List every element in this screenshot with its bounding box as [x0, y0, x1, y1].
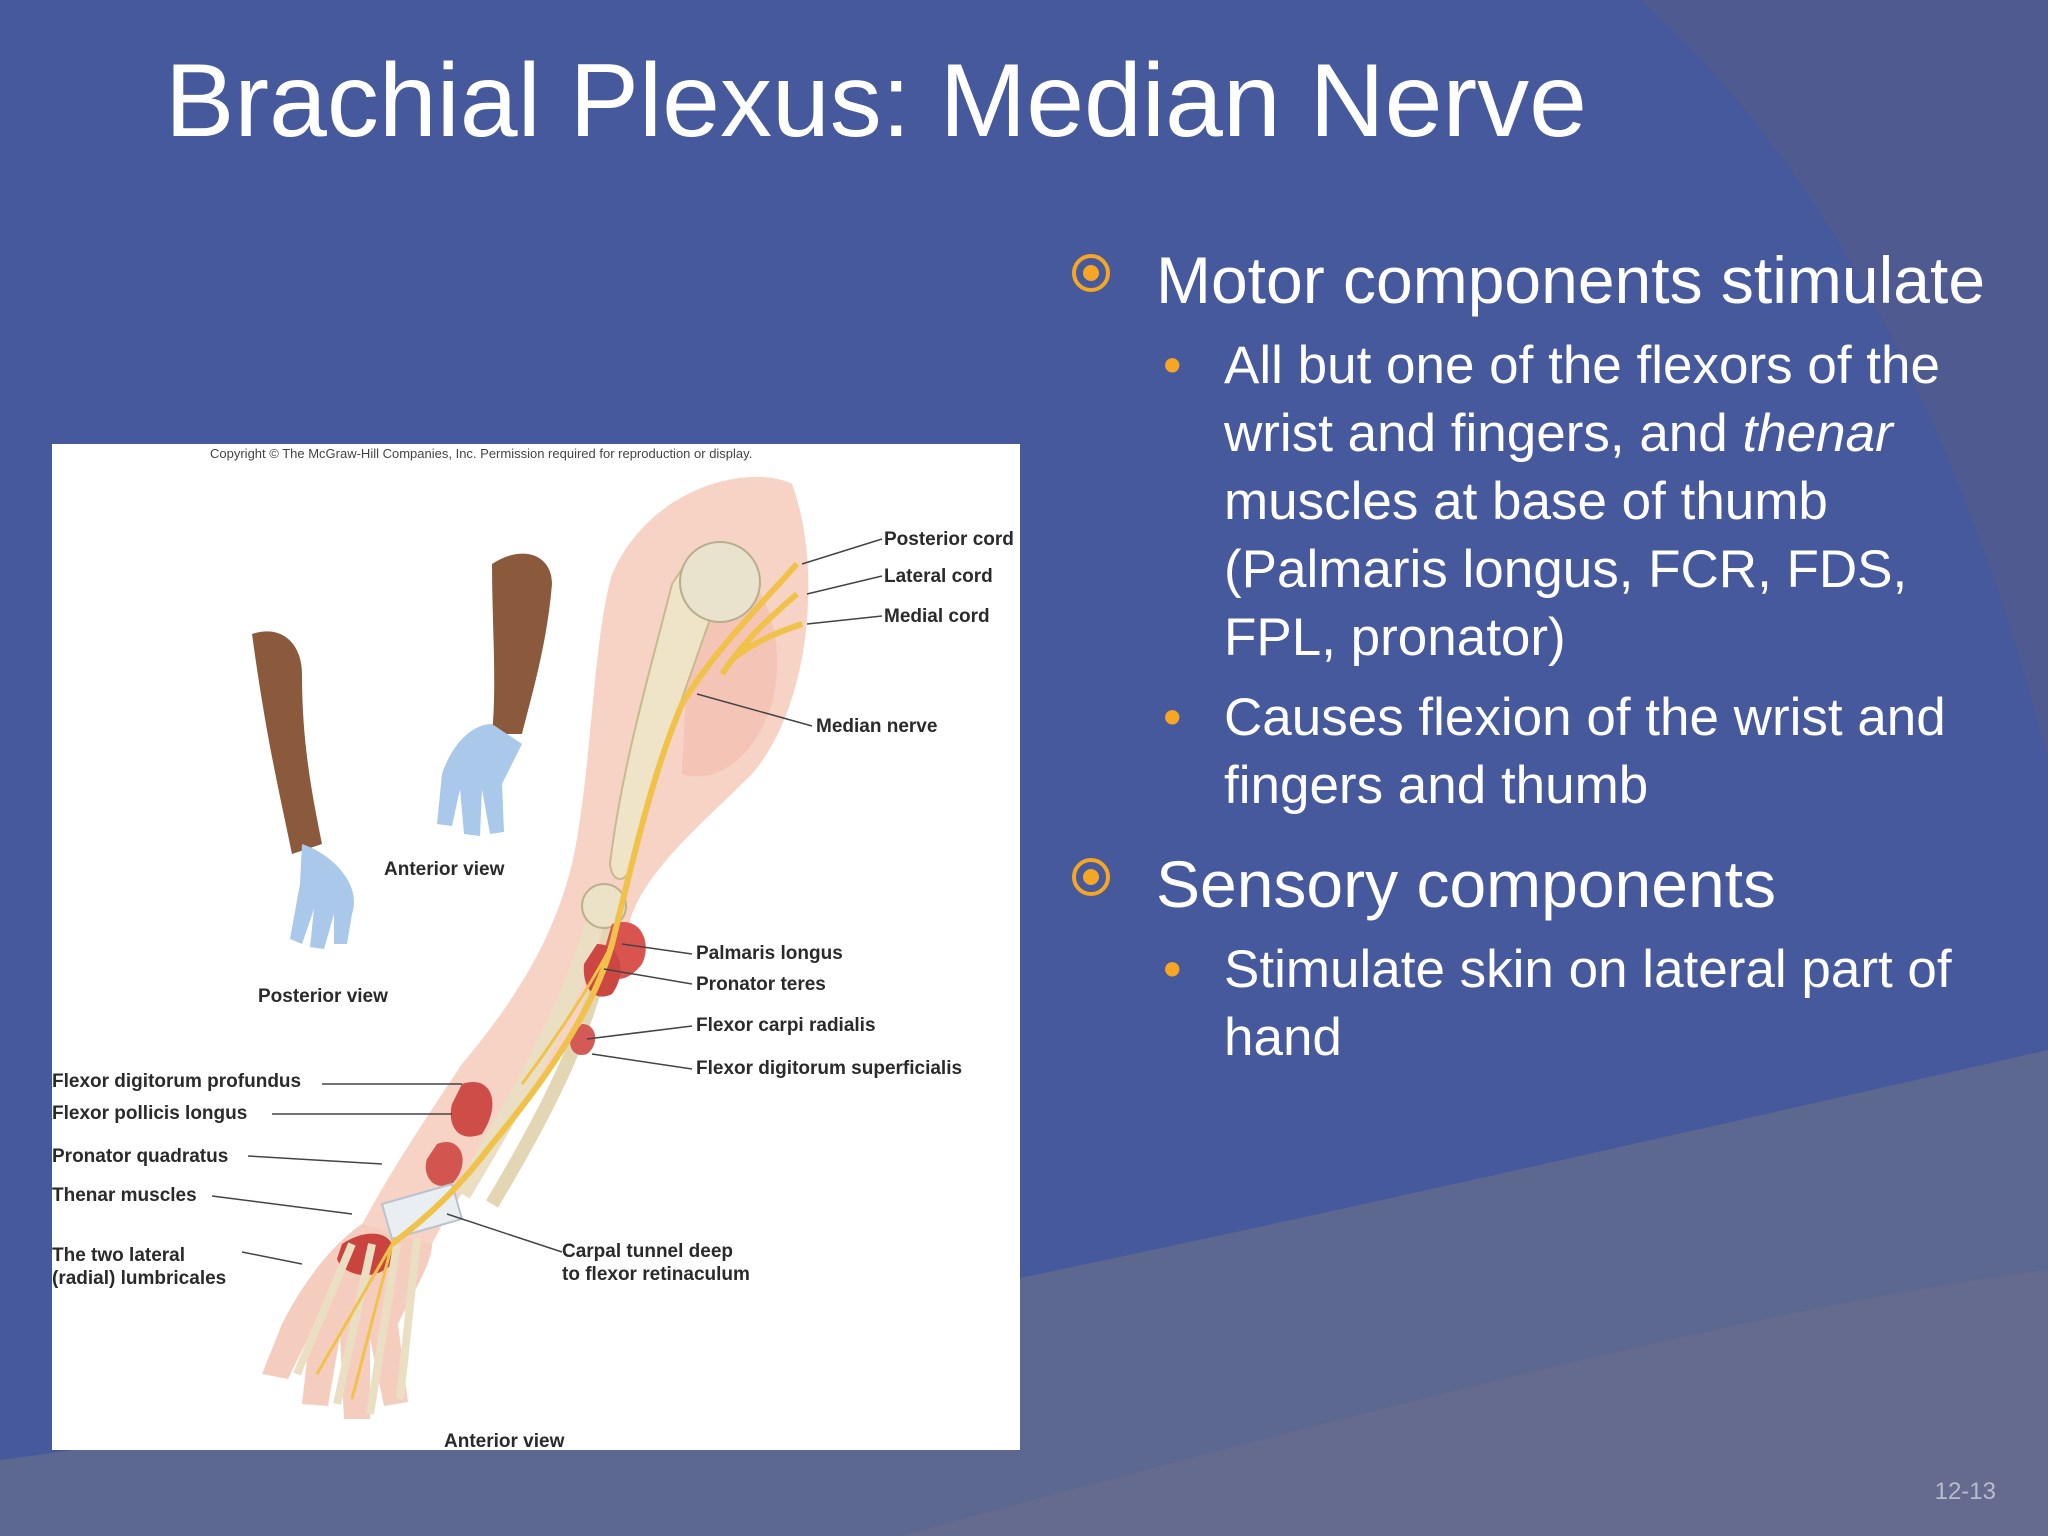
slide-title: Brachial Plexus: Median Nerve: [165, 43, 1587, 159]
label-pronator-teres: Pronator teres: [696, 974, 826, 995]
label-lateral-cord: Lateral cord: [884, 566, 993, 587]
motor-item-1-after: muscles at base of thumb (Palmaris longu…: [1224, 472, 1908, 667]
label-thenar-muscles: Thenar muscles: [52, 1185, 197, 1206]
motor-heading: Motor components stimulate: [1156, 243, 1986, 317]
dot-bullet-icon: •: [1163, 688, 1182, 747]
motor-item-2-text: Causes flexion of the wrist and fingers …: [1224, 688, 1946, 815]
label-pronator-quadratus: Pronator quadratus: [52, 1146, 229, 1167]
figure-copyright: Copyright © The McGraw-Hill Companies, I…: [210, 446, 753, 461]
page-number: 12-13: [1934, 1478, 1996, 1505]
label-carpal-tunnel-line1: Carpal tunnel deep: [562, 1241, 734, 1262]
label-lumbricales-line1: The two lateral: [52, 1245, 186, 1266]
dot-bullet-icon: •: [1163, 940, 1182, 999]
bullet-motor-item-2: • Causes flexion of the wrist and finger…: [1070, 684, 2025, 820]
label-anterior-view-small: Anterior view: [384, 859, 505, 880]
label-palmaris-longus: Palmaris longus: [696, 943, 843, 964]
bullet-sensory: Sensory components: [1070, 842, 2025, 926]
label-flexor-carpi-radialis: Flexor carpi radialis: [696, 1015, 876, 1036]
dot-bullet-icon: •: [1163, 336, 1182, 395]
motor-item-1-before: All but one of the flexors of the wrist …: [1224, 336, 1940, 463]
bullet-motor-item-1: • All but one of the flexors of the wris…: [1070, 332, 2025, 672]
target-bullet-icon: [1072, 254, 1110, 292]
target-bullet-icon: [1072, 858, 1110, 896]
label-posterior-view: Posterior view: [258, 986, 388, 1007]
label-anterior-view-main: Anterior view: [444, 1431, 565, 1452]
label-flexor-digitorum-superficialis: Flexor digitorum superficialis: [696, 1058, 963, 1079]
label-carpal-tunnel-line2: to flexor retinaculum: [562, 1264, 750, 1285]
label-posterior-cord: Posterior cord: [884, 529, 1014, 550]
bullet-sensory-item-1: • Stimulate skin on lateral part of hand: [1070, 936, 2025, 1072]
bullet-motor: Motor components stimulate: [1070, 238, 2025, 322]
label-median-nerve: Median nerve: [816, 716, 938, 737]
label-lumbricales-line2: (radial) lumbricales: [52, 1268, 227, 1289]
sensory-item-1-text: Stimulate skin on lateral part of hand: [1224, 940, 1952, 1067]
median-nerve-figure: Copyright © The McGraw-Hill Companies, I…: [52, 444, 1020, 1452]
bullet-content: Motor components stimulate • All but one…: [1070, 238, 2025, 1072]
motor-item-1-italic: thenar: [1742, 404, 1893, 463]
arm-illustration: [211, 476, 883, 1419]
sensory-heading: Sensory components: [1156, 847, 1777, 921]
label-flexor-pollicis-longus: Flexor pollicis longus: [52, 1103, 248, 1124]
label-flexor-digitorum-profundus: Flexor digitorum profundus: [52, 1071, 302, 1092]
label-medial-cord: Medial cord: [884, 606, 990, 627]
